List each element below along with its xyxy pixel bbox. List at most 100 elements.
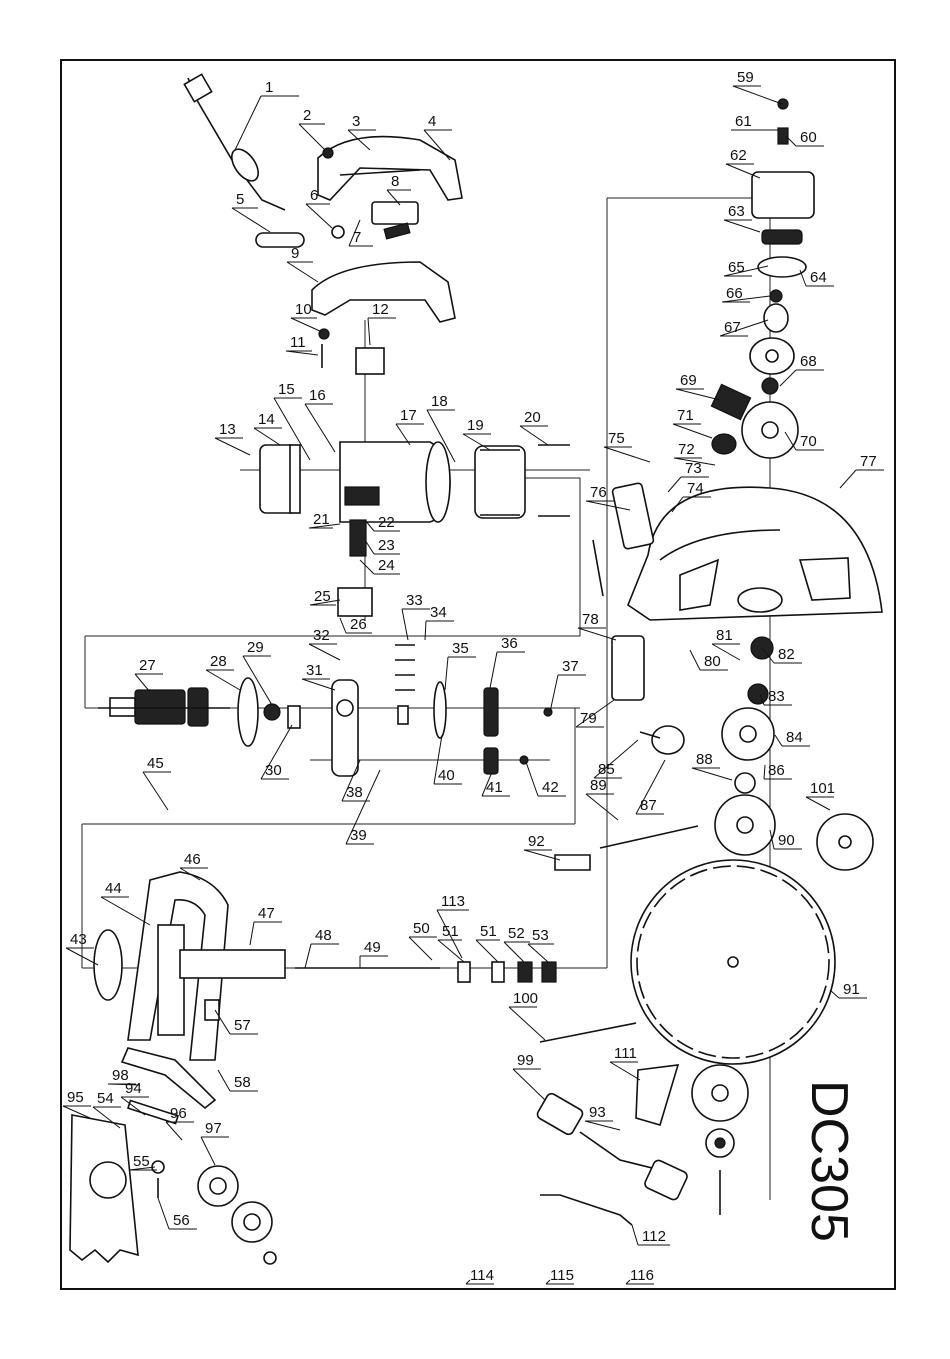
callout-leader	[779, 369, 797, 387]
callout-label: 36	[501, 635, 518, 652]
callout-leader	[348, 219, 361, 247]
callout-label: 62	[730, 147, 747, 164]
callout-leader	[675, 388, 721, 401]
callout-leader	[242, 655, 273, 706]
callout-label: 28	[210, 653, 227, 670]
callout-label: 81	[716, 627, 733, 644]
callout-leader	[519, 425, 549, 446]
callout-leader	[689, 649, 701, 671]
callout-leader	[723, 219, 761, 233]
callout-leader	[359, 559, 375, 575]
callout-label: 67	[724, 319, 741, 336]
part-diamond-blade	[630, 859, 836, 1065]
callout-leader	[395, 423, 411, 446]
callout-label: 89	[590, 777, 607, 794]
callout-label: 34	[430, 604, 447, 621]
part-handle-upper	[317, 135, 463, 201]
callout-leader	[805, 796, 831, 811]
callout-leader	[721, 295, 771, 303]
callout-leader	[423, 129, 451, 161]
callout-label: 99	[517, 1052, 534, 1069]
callout-leader	[364, 539, 375, 555]
callout-leader	[273, 397, 311, 461]
callout-label: 46	[184, 851, 201, 868]
callout-leader	[769, 829, 775, 850]
callout-leader	[723, 265, 769, 277]
callout-label: 83	[768, 688, 785, 705]
part-blade-guard	[627, 486, 883, 621]
callout-label: 53	[532, 927, 549, 944]
callout-leader	[305, 203, 333, 229]
diagram-border	[60, 59, 896, 1290]
callout-label: 92	[528, 833, 545, 850]
callout-leader	[386, 189, 401, 206]
callout-label: 43	[70, 931, 87, 948]
callout-leader	[100, 896, 151, 926]
callout-leader	[367, 317, 371, 346]
callout-leader	[200, 1136, 216, 1166]
callout-leader	[671, 496, 684, 513]
callout-leader	[839, 469, 857, 489]
callout-label: 116	[630, 1267, 654, 1284]
callout-label: 40	[438, 767, 455, 784]
callout-label: 66	[726, 285, 743, 302]
callout-label: 29	[247, 639, 264, 656]
callout-leader	[609, 1061, 641, 1081]
callout-label: 80	[704, 653, 721, 670]
callout-leader	[364, 519, 375, 532]
callout-leader	[711, 643, 741, 661]
callout-leader	[134, 673, 151, 693]
callout-leader	[424, 620, 427, 641]
callout-leader	[584, 1120, 621, 1131]
callout-leader	[345, 769, 381, 845]
callout-leader	[527, 943, 549, 963]
callout-label: 111	[614, 1045, 637, 1062]
callout-leader	[635, 759, 666, 815]
callout-leader	[465, 1279, 471, 1285]
callout-label: 97	[205, 1120, 222, 1137]
callout-label: 56	[173, 1212, 190, 1229]
callout-leader	[631, 1224, 639, 1246]
callout-label: 77	[860, 453, 877, 470]
callout-label: 75	[608, 430, 625, 447]
callout-label: 44	[105, 880, 122, 897]
callout-leader	[401, 608, 409, 641]
callout-leader	[603, 446, 651, 463]
callout-label: 91	[843, 981, 860, 998]
callout-label: 22	[378, 514, 395, 531]
callout-label: 23	[378, 537, 395, 554]
callout-leader	[426, 409, 456, 463]
callout-leader	[763, 764, 766, 780]
callout-leader	[545, 1279, 551, 1285]
callout-leader	[341, 759, 361, 802]
part-power-cord	[183, 73, 286, 211]
callout-leader	[120, 1096, 146, 1116]
callout-leader	[301, 678, 336, 691]
part-field-stator	[474, 444, 570, 519]
callout-label: 61	[735, 113, 752, 130]
callout-leader	[62, 1105, 91, 1119]
part-water-kit	[536, 725, 699, 1226]
part-handle-lower	[311, 261, 456, 323]
callout-label: 86	[768, 762, 785, 779]
callout-leader	[92, 1106, 121, 1129]
callout-label: 112	[642, 1228, 666, 1245]
callout-label: 73	[685, 460, 702, 477]
callout-label: 90	[778, 832, 795, 849]
callout-leader	[725, 163, 761, 179]
callout-leader	[577, 627, 617, 641]
callout-leader	[308, 643, 341, 661]
callout-leader	[585, 500, 631, 511]
part-motor-housing	[339, 441, 451, 523]
callout-label: 69	[680, 372, 697, 389]
callout-leader	[408, 936, 433, 961]
part-end-cap	[259, 444, 301, 514]
callout-label: 9	[291, 245, 299, 262]
callout-label: 49	[364, 939, 381, 956]
part-flanges	[691, 636, 874, 1215]
callout-label: 6	[310, 187, 318, 204]
callout-label: 27	[139, 657, 156, 674]
callout-label: 15	[278, 381, 295, 398]
callout-leader	[489, 651, 498, 689]
